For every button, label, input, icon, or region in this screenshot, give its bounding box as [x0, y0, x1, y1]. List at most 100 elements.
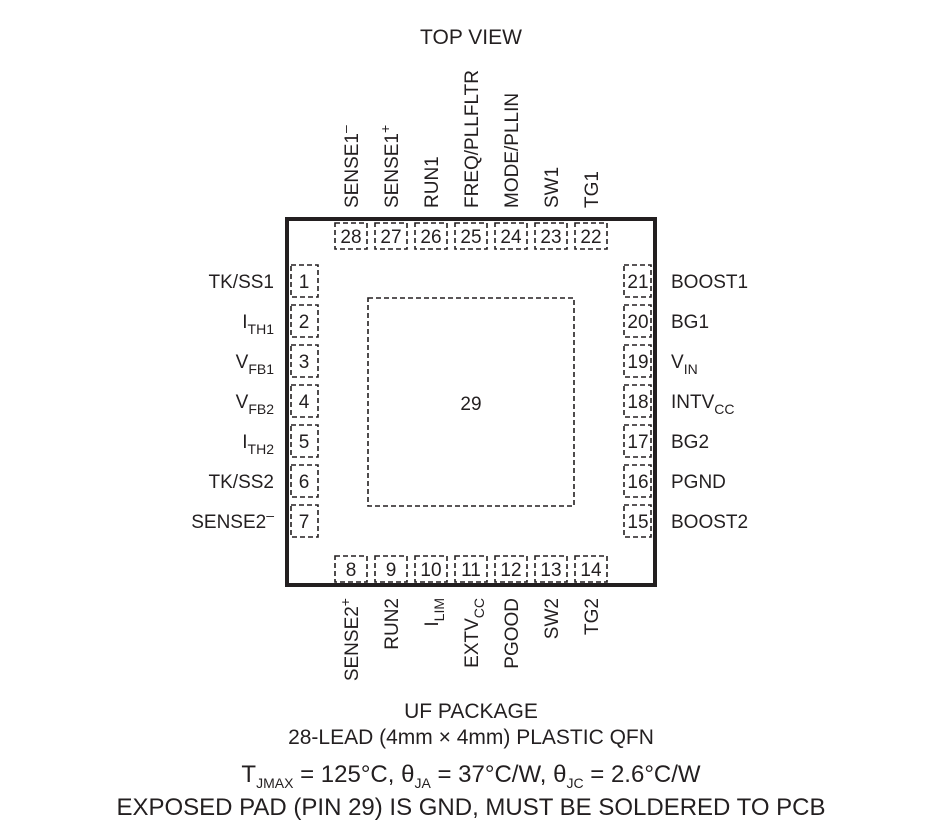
pin-name: V	[236, 392, 249, 413]
pin-pad	[623, 304, 652, 338]
exposed-pad-note: EXPOSED PAD (PIN 29) IS GND, MUST BE SOL…	[116, 794, 825, 821]
pin-name: I	[242, 312, 247, 333]
pin-pad	[623, 344, 652, 378]
pin-superscript: +	[337, 598, 353, 606]
pin-25: 25 FREQ/PLLFLTR	[454, 70, 488, 250]
pin-18: 18 INTVCC	[623, 384, 735, 418]
pin-number: 3	[299, 352, 310, 373]
pin-pad	[454, 222, 488, 250]
theta-ja-eq: =	[431, 761, 458, 788]
pin-pad	[374, 222, 408, 250]
pin-label-4: VFB2	[236, 392, 275, 417]
pin-name: SENSE2	[342, 606, 363, 681]
pin-number: 12	[500, 560, 521, 581]
view-title: TOP VIEW	[420, 26, 522, 49]
pin-label-25: FREQ/PLLFLTR	[462, 70, 483, 208]
pin-label-6: TK/SS2	[209, 472, 274, 493]
pin-1: 1TK/SS1	[209, 264, 319, 298]
pin-name: RUN2	[382, 598, 403, 650]
pin-name: INTV	[671, 392, 715, 413]
pin-subscript: LIM	[431, 598, 447, 621]
pin-number: 20	[627, 312, 648, 333]
pin-pad	[290, 384, 319, 418]
pin-label-2: ITH1	[242, 312, 274, 337]
pin-pad	[623, 504, 652, 538]
pin-number: 18	[627, 392, 648, 413]
pin-label-26: RUN1	[422, 156, 443, 208]
pin-name: BG2	[671, 432, 709, 453]
tjmax-value: 125°C	[321, 761, 388, 788]
pin-label-9: RUN2	[382, 598, 403, 650]
pin-label-28: SENSE1–	[337, 125, 363, 208]
pin-label-14: TG2	[582, 598, 603, 635]
pin-name: V	[236, 352, 249, 373]
pin-number: 15	[627, 512, 648, 533]
pin-label-18: INTVCC	[671, 392, 735, 417]
pin-label-7: SENSE2–	[191, 507, 274, 533]
pin-pad	[290, 304, 319, 338]
exposed-pad-number: 29	[460, 394, 481, 415]
pin-number: 21	[627, 272, 648, 293]
exposed-pad	[367, 297, 575, 507]
pin-label-5: ITH2	[242, 432, 274, 457]
pin-pad	[290, 264, 319, 298]
pin-pad	[374, 555, 408, 583]
pin-name: MODE/PLLIN	[502, 93, 523, 208]
pin-number: 11	[461, 560, 481, 581]
pin-number: 14	[580, 560, 602, 581]
pin-label-16: PGND	[671, 472, 726, 493]
pin-pad	[534, 222, 568, 250]
theta-jc-subscript: JC	[566, 775, 583, 791]
pin-name: EXTV	[462, 618, 483, 668]
pin-subscript: TH1	[248, 321, 275, 337]
pin-3: 3 VFB1	[236, 344, 319, 378]
pin-6: 6TK/SS2	[209, 464, 319, 498]
pin-pad	[623, 464, 652, 498]
pin-name: TG1	[582, 171, 603, 208]
pin-subscript: FB2	[248, 401, 274, 417]
pin-label-3: VFB1	[236, 352, 275, 377]
pin-5: 5 ITH2	[242, 424, 319, 458]
pin-name: I	[242, 432, 247, 453]
pin-number: 25	[460, 227, 481, 248]
pin-pad	[290, 464, 319, 498]
pin-name: SENSE1	[382, 133, 403, 208]
pin-name: FREQ/PLLFLTR	[462, 70, 483, 208]
pin-label-11: EXTVCC	[462, 598, 487, 668]
pin-pad	[494, 222, 528, 250]
pin-name: BOOST1	[671, 272, 748, 293]
pin-label-20: BG1	[671, 312, 709, 333]
pin-name: BG1	[671, 312, 709, 333]
pin-label-23: SW1	[542, 167, 563, 208]
pin-superscript: –	[337, 125, 353, 133]
pin-name: PGOOD	[502, 598, 523, 669]
pin-pad	[414, 555, 448, 583]
pin-pad	[290, 344, 319, 378]
pin-pad	[623, 384, 652, 418]
pin-superscript: +	[377, 125, 393, 133]
pin-number: 5	[299, 432, 310, 453]
pin-pad	[414, 222, 448, 250]
pin-name: V	[671, 352, 684, 373]
pin-label-8: SENSE2+	[337, 598, 363, 681]
pin-pad	[574, 222, 608, 250]
pin-superscript: –	[266, 507, 274, 523]
sep-2: , θ	[540, 761, 567, 788]
pin-name: SW2	[542, 598, 563, 639]
pin-pad	[623, 264, 652, 298]
pin-subscript: FB1	[248, 361, 274, 377]
pin-pad	[334, 555, 368, 583]
pin-21: 21 BOOST1	[623, 264, 748, 298]
pins-layer: 1TK/SS12ITH13VFB14VFB25ITH26TK/SS27SENSE…	[191, 70, 748, 681]
